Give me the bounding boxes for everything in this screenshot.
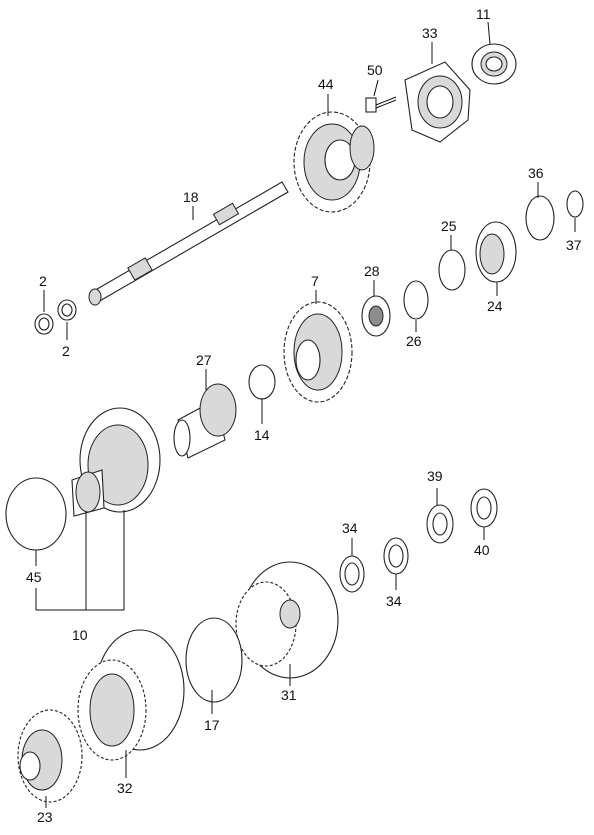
part-14-snap-ring [248, 364, 276, 400]
callout-34-a: 34 [342, 520, 358, 536]
part-34-thrust-washer-b [383, 537, 409, 575]
callout-25: 25 [441, 218, 457, 234]
part-44-drive-gear [293, 111, 375, 213]
part-17-snap-ring [185, 617, 243, 703]
callout-27: 27 [196, 352, 212, 368]
callout-26: 26 [406, 333, 422, 349]
callout-31: 31 [281, 687, 297, 703]
callout-24: 24 [487, 298, 503, 314]
callout-39: 39 [427, 468, 443, 484]
part-37-snap-ring [566, 190, 584, 218]
callout-33: 33 [422, 25, 438, 41]
part-24-bearing [475, 221, 517, 283]
callout-28: 28 [364, 263, 380, 279]
callout-40: 40 [474, 542, 490, 558]
part-2-washer-a [34, 313, 54, 335]
part-32-ring-gear [77, 629, 185, 761]
part-36-snap-ring [525, 195, 555, 241]
callout-34-b: 34 [386, 593, 402, 609]
callout-11: 11 [476, 6, 491, 22]
callout-2-b: 2 [62, 343, 70, 359]
part-10-planetary-carrier [71, 407, 161, 517]
callout-17: 17 [204, 717, 220, 733]
callout-50: 50 [367, 62, 383, 78]
callout-32: 32 [117, 780, 133, 796]
part-28-thrust-washer [361, 295, 391, 337]
part-31-clutch-drum [235, 561, 339, 679]
callout-7: 7 [311, 273, 319, 289]
part-40-thrust-washer [470, 488, 498, 528]
callout-10: 10 [72, 627, 88, 643]
part-25-ring [438, 249, 466, 291]
callout-37: 37 [566, 237, 582, 253]
part-34-thrust-washer-a [339, 555, 365, 593]
part-7-gear [283, 301, 353, 403]
callout-2-a: 2 [39, 273, 47, 289]
part-11-lock-nut [471, 43, 517, 85]
part-2-washer-b [57, 299, 77, 321]
callout-23: 23 [37, 809, 53, 825]
callout-18: 18 [183, 189, 199, 205]
part-27-sun-gear [173, 383, 237, 459]
callout-45: 45 [26, 569, 42, 585]
part-26-ring [403, 280, 429, 320]
part-50-bolt [365, 96, 397, 113]
callout-14: 14 [254, 427, 270, 443]
callout-36: 36 [528, 165, 544, 181]
callout-44: 44 [318, 76, 334, 92]
part-45-o-ring [5, 477, 67, 551]
part-39-thrust-washer [426, 504, 454, 544]
part-18-output-shaft [88, 181, 289, 306]
part-23-output-gear [17, 709, 83, 803]
part-33-bearing-retainer [404, 61, 471, 143]
